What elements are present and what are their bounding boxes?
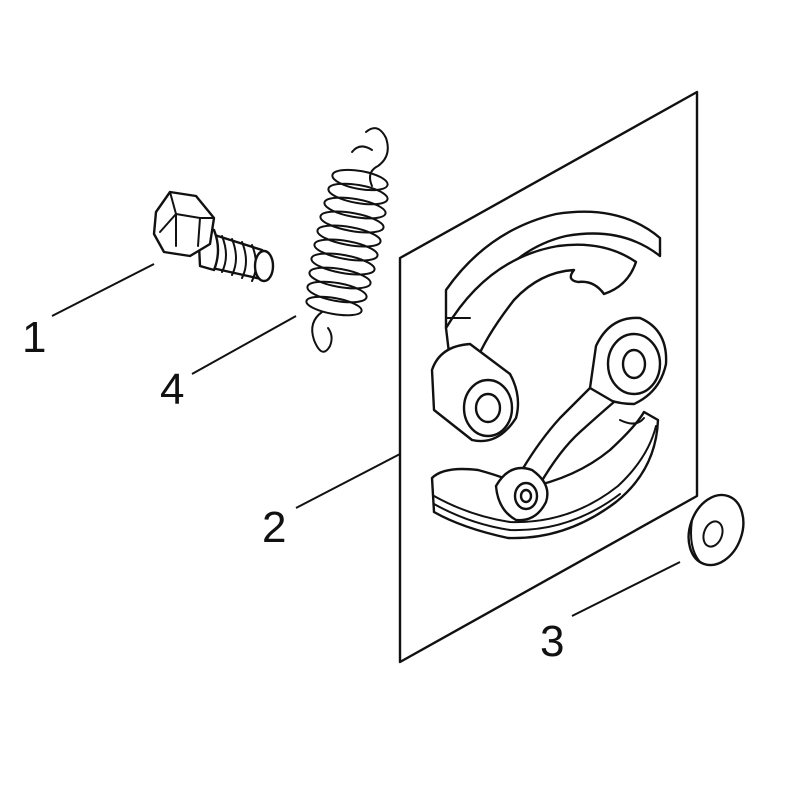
callout-3: 3 <box>540 617 564 666</box>
bolt-part <box>152 190 275 283</box>
callout-1: 1 <box>22 313 46 362</box>
spring-part <box>305 127 389 353</box>
washer-part <box>687 493 745 567</box>
clutch-shoe-assembly <box>430 210 668 540</box>
callout-2: 2 <box>262 503 286 552</box>
leader-line-1 <box>51 263 155 317</box>
callout-4: 4 <box>160 365 184 414</box>
leader-line-3 <box>571 561 681 617</box>
clutch-panel-outline <box>398 90 699 664</box>
leader-line-2 <box>295 453 401 509</box>
leader-line-4 <box>191 315 297 375</box>
